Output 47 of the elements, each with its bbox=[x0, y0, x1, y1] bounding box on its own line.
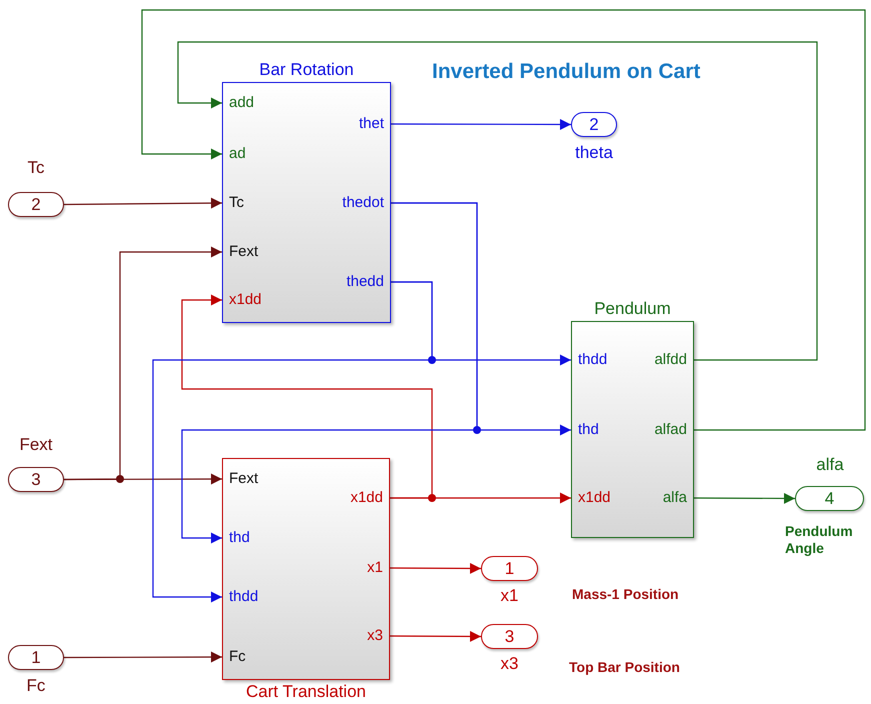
annotation: Top Bar Position bbox=[569, 659, 680, 675]
port-label: add bbox=[223, 92, 260, 112]
signal-arrow bbox=[390, 492, 571, 504]
port-label: x3 bbox=[361, 626, 389, 646]
block-title: Pendulum bbox=[593, 299, 672, 319]
port-label: ad bbox=[223, 144, 252, 164]
port-label: thdd bbox=[223, 586, 264, 606]
port-label: x1 bbox=[361, 558, 389, 578]
annotation: Mass-1 Position bbox=[572, 586, 679, 602]
port-label: Fc bbox=[223, 646, 252, 666]
signal-arrow bbox=[152, 281, 433, 602]
port-name: x1 bbox=[500, 586, 520, 606]
port-label: alfdd bbox=[648, 350, 693, 370]
port-name: Tc bbox=[26, 158, 46, 178]
port-name: alfa bbox=[815, 455, 845, 476]
port-label: alfa bbox=[656, 488, 693, 508]
signal-arrow bbox=[141, 9, 866, 431]
port-label: thd bbox=[223, 528, 256, 548]
signal-arrow bbox=[390, 562, 481, 574]
signal-arrow bbox=[64, 652, 222, 663]
port-label: alfad bbox=[648, 420, 693, 440]
port-label: thdd bbox=[572, 350, 614, 370]
signal-arrow bbox=[64, 474, 222, 485]
port-name: Pendulum Angle bbox=[785, 523, 854, 557]
signal-arrow bbox=[391, 118, 571, 130]
diagram-title: Inverted Pendulum on Cart bbox=[432, 60, 700, 84]
signal-arrow bbox=[181, 202, 478, 544]
port-label: thd bbox=[572, 420, 605, 440]
port-label: thedd bbox=[340, 272, 390, 292]
signal-arrow bbox=[694, 492, 795, 504]
block-title: Bar Rotation bbox=[258, 60, 355, 80]
signal-arrow bbox=[390, 630, 481, 642]
port-label: x1dd bbox=[344, 488, 389, 508]
port-label: thet bbox=[352, 114, 390, 134]
port-name: Fext bbox=[18, 435, 54, 456]
port-name: theta bbox=[574, 143, 614, 164]
port-label: Fext bbox=[223, 242, 264, 262]
signal-arrow bbox=[177, 41, 818, 361]
port-label: thedot bbox=[336, 192, 390, 212]
port-label: Fext bbox=[223, 468, 264, 488]
port-label: x1dd bbox=[223, 290, 268, 310]
block-title: Cart Translation bbox=[245, 682, 367, 702]
signal-arrow bbox=[64, 198, 222, 209]
port-name: x3 bbox=[500, 654, 520, 674]
port-label: x1dd bbox=[572, 488, 617, 508]
port-label: Tc bbox=[223, 192, 250, 212]
port-name: Fc bbox=[26, 676, 46, 696]
